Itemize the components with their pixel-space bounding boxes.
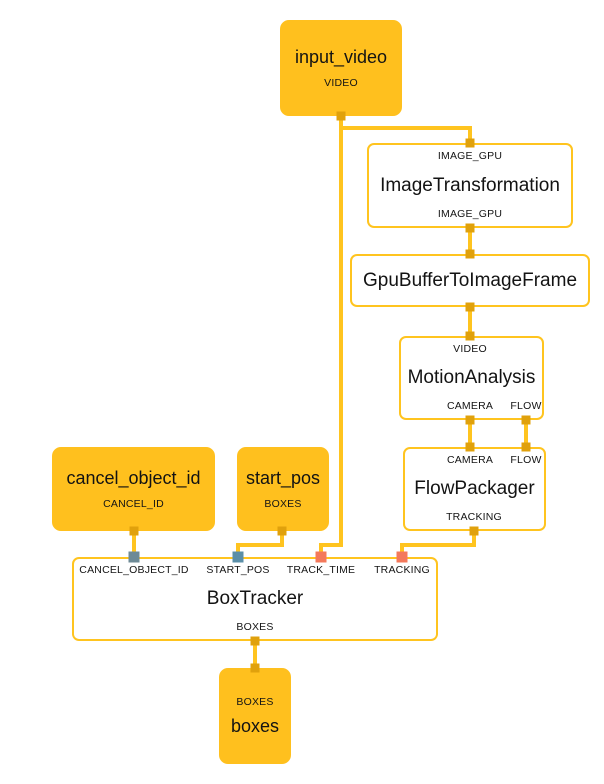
node-title: GpuBufferToImageFrame [362, 269, 578, 291]
port-in-start-pos[interactable] [232, 551, 244, 563]
edge [339, 118, 472, 143]
port-label-flow: FLOW [510, 400, 542, 412]
node-title: input_video [294, 46, 388, 67]
port-label-tracking: TRACKING [374, 564, 430, 576]
node-title: FlowPackager [414, 478, 535, 500]
port-in-tracking[interactable] [396, 551, 408, 563]
port-label-boxes: BOXES [264, 498, 302, 511]
port-label-video: VIDEO [453, 343, 487, 355]
port-label-boxes: BOXES [236, 695, 274, 708]
port-label-cancel-object-id: CANCEL_OBJECT_ID [79, 564, 189, 576]
port-label-camera: CAMERA [446, 400, 494, 412]
port-in-track-time[interactable] [315, 551, 327, 563]
port-in-image-gpu[interactable] [465, 138, 475, 148]
node-title: ImageTransformation [380, 174, 560, 196]
port-out-boxes[interactable] [277, 526, 287, 536]
port-out-cancel-id[interactable] [129, 526, 139, 536]
port-out-image-gpu[interactable] [465, 223, 475, 233]
port-out-tracking[interactable] [469, 526, 479, 536]
edge [400, 531, 476, 557]
node-title: cancel_object_id [66, 467, 201, 488]
port-out-camera[interactable] [465, 415, 475, 425]
port-label-track-time: TRACK_TIME [286, 564, 356, 576]
port-in-port[interactable] [465, 249, 475, 259]
port-out-boxes[interactable] [250, 636, 260, 646]
port-label-image-gpu: IMAGE_GPU [437, 208, 503, 220]
node-title: MotionAnalysis [407, 367, 536, 389]
port-label-boxes: BOXES [236, 621, 274, 633]
port-in-boxes[interactable] [250, 663, 260, 673]
port-out-port[interactable] [465, 302, 475, 312]
port-out-flow[interactable] [521, 415, 531, 425]
port-label-start-pos: START_POS [206, 564, 270, 576]
node-title: BoxTracker [206, 588, 304, 610]
port-out-video[interactable] [336, 111, 346, 121]
port-in-camera[interactable] [465, 442, 475, 452]
port-label-image-gpu: IMAGE_GPU [437, 150, 503, 162]
node-boxes[interactable]: BOXES boxes [219, 668, 291, 764]
edge [236, 531, 284, 557]
port-in-flow[interactable] [521, 442, 531, 452]
port-label-cancel-id: CANCEL_ID [103, 498, 164, 511]
node-title: boxes [230, 715, 280, 736]
port-in-cancel-object-id[interactable] [128, 551, 140, 563]
node-title: start_pos [245, 467, 321, 488]
port-label-tracking: TRACKING [446, 511, 502, 523]
port-label-video: VIDEO [324, 77, 358, 90]
port-label-camera: CAMERA [446, 454, 494, 466]
node-box-tracker[interactable]: BoxTracker [72, 557, 438, 641]
port-in-video[interactable] [465, 331, 475, 341]
port-label-flow: FLOW [510, 454, 542, 466]
node-gpu-buffer-to-image-frame[interactable]: GpuBufferToImageFrame [350, 254, 590, 307]
